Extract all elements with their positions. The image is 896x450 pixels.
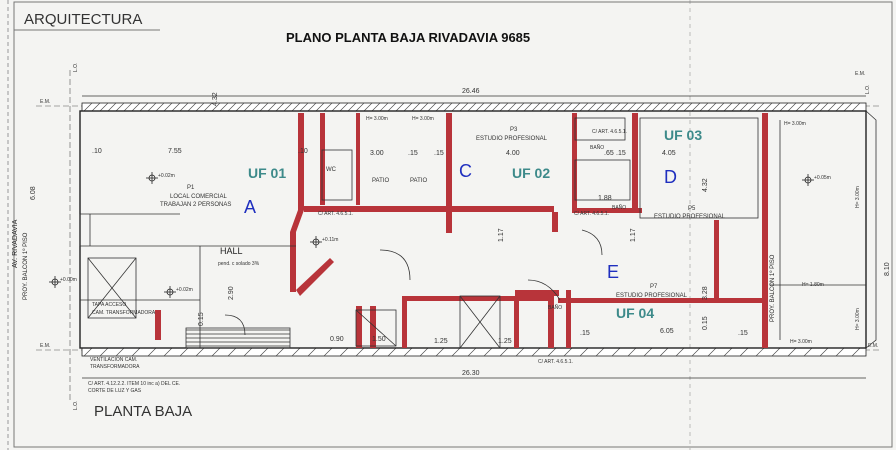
dim-432a: 4.32	[212, 92, 219, 106]
zone-letter-c: C	[459, 161, 472, 181]
plan-title: PLANO PLANTA BAJA RIVADAVIA 9685	[286, 30, 531, 45]
dim-405: 4.05	[662, 150, 676, 157]
level-5: +0.05m	[814, 175, 831, 181]
dim-328: 3.28	[702, 286, 709, 300]
height-h6: H= 3.00m	[855, 308, 861, 330]
room-bano-3: BAÑO	[548, 305, 563, 311]
room-local-comercial: LOCAL COMERCIAL	[170, 194, 227, 200]
zone-letter-a: A	[244, 197, 257, 217]
unit-label-uf02: UF 02	[512, 165, 551, 181]
dim-15b: .15	[434, 150, 444, 157]
zone-letter-d: D	[664, 167, 677, 187]
em-bottom-right: E.M.	[868, 343, 879, 349]
note-art-5b: CORTE DE LUZ Y GAS	[88, 388, 142, 394]
unit-label-uf03: UF 03	[664, 127, 703, 143]
level-markers	[49, 172, 814, 298]
plan-footer-title: PLANTA BAJA	[94, 403, 193, 420]
room-estudio-2: ESTUDIO PROFESIONAL	[654, 214, 726, 220]
dim-810: 8.10	[884, 262, 891, 276]
lo-top-left: L.O.	[73, 62, 79, 72]
dim-015b: 0.15	[702, 316, 709, 330]
room-patio-1: PATIO	[372, 178, 390, 184]
room-patio-2: PATIO	[410, 178, 428, 184]
height-h7: H= 1.80m	[802, 282, 824, 288]
level-1: +0.02m	[158, 173, 175, 179]
note-art-2: C/ ART. 4.6.5.1.	[574, 211, 609, 217]
dim-188: 1.88	[598, 195, 612, 202]
note-art-4: C/ ART. 4.6.5.1.	[538, 359, 573, 365]
top-wall-hatch	[81, 102, 867, 112]
height-h1: H= 3.00m	[366, 116, 388, 122]
dim-top-total: 26.46	[462, 88, 480, 95]
dim-65: .65	[604, 150, 614, 157]
dim-15d: .15	[738, 330, 748, 337]
dim-290: 2.90	[228, 286, 235, 300]
note-art-5: C/ ART. 4.12.2.2. ITEM 10 inc a) DEL CE.	[88, 381, 181, 387]
note-art-3: C/ ART. 4.6.5.1.	[592, 129, 627, 135]
dim-755: 7.55	[168, 148, 182, 155]
em-bottom-left: E.M.	[40, 343, 51, 349]
room-wc: WC	[326, 167, 336, 173]
balcony-right: PROY. BALCON 1º PISO	[770, 254, 776, 322]
room-tapa-acceso: TAPA ACCESO	[92, 302, 127, 308]
room-code-p1: P1	[187, 185, 195, 191]
room-bano-2: BAÑO	[612, 205, 627, 211]
room-code-p7: P7	[650, 284, 658, 290]
room-tapa-sub: CAM. TRANSFORMADORA	[92, 310, 156, 316]
vent-label: VENTILACION CAM.	[90, 357, 138, 363]
dim-15a: .15	[408, 150, 418, 157]
dim-10b: .10	[298, 148, 308, 155]
room-estudio-3: ESTUDIO PROFESIONAL	[616, 293, 688, 299]
height-h2: H= 3.00m	[412, 116, 434, 122]
height-h5: H= 3.00m	[855, 186, 861, 208]
thin-lines	[79, 117, 866, 349]
dim-bottom-total: 26.30	[462, 370, 480, 377]
unit-label-uf01: UF 01	[248, 165, 287, 181]
level-4: +0.00m	[60, 277, 77, 283]
dim-15e: .15	[580, 330, 590, 337]
room-code-p3: P3	[510, 127, 518, 133]
dim-117b: 1.17	[630, 228, 637, 242]
room-bano-1: BAÑO	[590, 145, 605, 151]
room-code-p5: P5	[688, 206, 696, 212]
unit-label-uf04: UF 04	[616, 305, 655, 321]
hall-slope-note: pend. c solado 3%	[218, 261, 260, 267]
height-h4: H= 3.00m	[790, 339, 812, 345]
zone-letter-e: E	[607, 262, 620, 282]
street-name: AV. RIVADAVIA	[12, 219, 19, 268]
room-hall: HALL	[220, 246, 243, 256]
dim-605: 6.05	[660, 328, 674, 335]
dim-117a: 1.17	[498, 228, 505, 242]
wall-partitions	[155, 113, 768, 348]
dim-125a: 1.25	[434, 338, 448, 345]
vent-sub: TRANSFORMADORA	[90, 364, 140, 370]
dim-10a: .10	[92, 148, 102, 155]
level-3: +0.11m	[322, 237, 339, 243]
bottom-wall-hatch	[81, 347, 867, 357]
section-title: ARQUITECTURA	[24, 11, 143, 28]
height-h3: H= 3.00m	[784, 121, 806, 127]
em-top-right: E.M.	[855, 71, 866, 77]
note-art-1: C/ ART. 4.6.5.1.	[318, 211, 353, 217]
dim-608: 6.08	[30, 186, 37, 200]
dim-150: 1.50	[372, 336, 386, 343]
em-top-left: E.M.	[40, 99, 51, 105]
dim-015a: 0.15	[198, 312, 205, 326]
dim-432b: 4.32	[702, 178, 709, 192]
dim-090: 0.90	[330, 336, 344, 343]
dim-15c: .15	[616, 150, 626, 157]
dim-400: 4.00	[506, 150, 520, 157]
room-local-sub: TRABAJAN 2 PERSONAS	[160, 202, 232, 208]
balcony-left: PROY. BALCON 1º PISO	[23, 232, 29, 300]
lo-bottom-left: L.O.	[73, 400, 79, 410]
dim-125b: 1.25	[498, 338, 512, 345]
dim-300: 3.00	[370, 150, 384, 157]
lo-top-right: L.O.	[865, 84, 871, 94]
level-2: +0.02m	[176, 287, 193, 293]
room-estudio-1: ESTUDIO PROFESIONAL	[476, 136, 548, 142]
